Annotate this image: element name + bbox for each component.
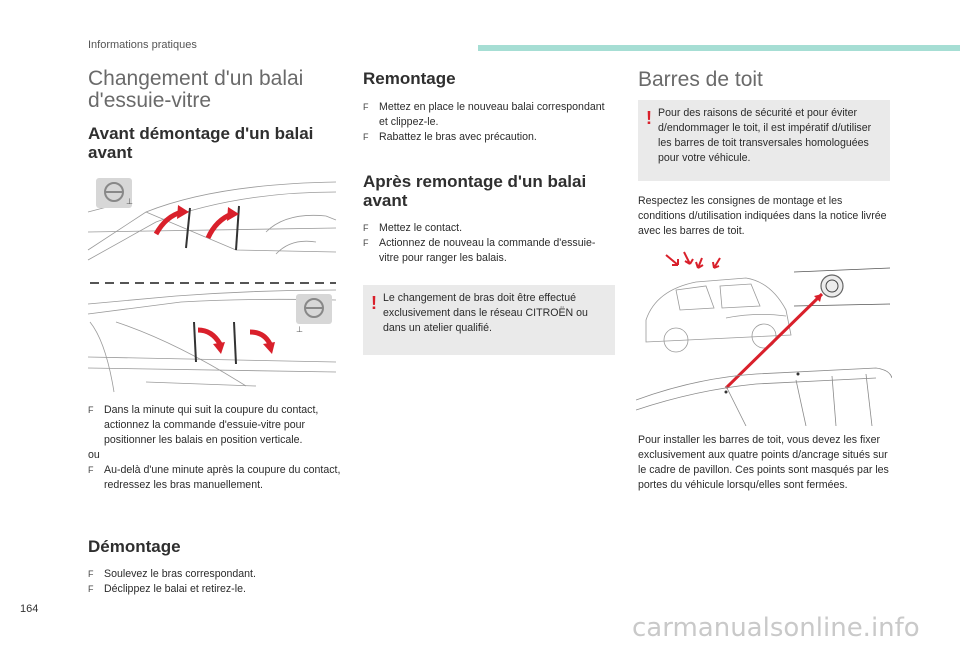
car-side-drawing (645, 277, 792, 353)
wiper-illustration: ⊥ ⊥ (87, 178, 337, 393)
heading-avant-demontage: Avant démontage d'un balai avant (88, 124, 348, 162)
bullet-marker-icon: F (363, 223, 369, 233)
heading-apres-remontage-line-1: Après remontage d'un balai (363, 172, 587, 191)
pointer-arrow (724, 292, 824, 390)
heading-demontage: Démontage (88, 537, 181, 556)
bullet-marker-icon: F (363, 132, 369, 142)
list-item: F Dans la minute qui suit la coupure du … (88, 404, 319, 446)
arrow-down-right (249, 329, 273, 346)
roof-bars-paragraph-1: Respectez les consignes de montage et le… (638, 195, 887, 237)
list-item: F Déclippez le balai et retirez-le. (88, 583, 246, 595)
heading-avant-demontage-line-1: Avant démontage d'un balai (88, 124, 314, 143)
arrow-down-right-head (263, 342, 275, 354)
wiper-arm-right-raised (233, 321, 237, 365)
bullet-list-1: F Dans la minute qui suit la coupure du … (88, 403, 344, 493)
heading-remontage: Remontage (363, 69, 456, 88)
anchor-arrow-3 (695, 257, 704, 269)
or-separator: ou (88, 449, 100, 461)
header-accent-bar (478, 45, 960, 51)
roof-frame-drawing (636, 367, 892, 426)
page-number: 164 (20, 603, 39, 615)
list-item: F Rabattez le bras avec précaution. (363, 131, 537, 143)
bullet-list-2: F Soulevez le bras correspondant. F Décl… (88, 567, 344, 597)
wiper-arm-left (185, 207, 191, 249)
anchor-cover-icon (820, 274, 844, 298)
warning-exclamation-icon: ! (371, 293, 377, 313)
list-item: F Soulevez le bras correspondant. (88, 568, 256, 580)
bullet-marker-icon: F (88, 569, 94, 579)
page-title-line-2: d'essuie-vitre (88, 89, 212, 112)
warning-box-citroen: ! Le changement de bras doit être effect… (363, 285, 615, 355)
page-title-line-1: Changement d'un balai (88, 67, 304, 90)
anchor-arrow-4 (712, 257, 721, 269)
warning-box-roof-bars: ! Pour des raisons de sécurité et pour é… (638, 100, 890, 181)
list-item: F Mettez le contact. (363, 222, 463, 234)
list-item: F Au-delà d'une minute après la coupure … (88, 464, 341, 491)
heading-apres-remontage-line-2: avant (363, 191, 408, 210)
bullet-list-remontage: F Mettez en place le nouveau balai corre… (363, 100, 613, 145)
arrow-down-left (197, 327, 223, 346)
bullet-marker-icon: F (88, 405, 94, 415)
warning-text: Le changement de bras doit être effectué… (383, 292, 588, 334)
list-item: F Mettez en place le nouveau balai corre… (363, 101, 605, 128)
svg-text:⊥: ⊥ (126, 197, 133, 206)
watermark: carmanualsonline.info (632, 613, 920, 643)
arrow-up-right-head (227, 207, 239, 221)
wiper-arm-right (235, 205, 240, 251)
car-windshield-bottom-drawing (87, 289, 337, 393)
anchor-arrow-1 (665, 254, 679, 266)
warning-exclamation-icon: ! (646, 108, 652, 128)
roof-bars-paragraph-2: Pour installer les barres de toit, vous … (638, 434, 889, 491)
page-title: Changement d'un balai d'essuie-vitre (88, 68, 348, 112)
bullet-marker-icon: F (363, 102, 369, 112)
heading-apres-remontage: Après remontage d'un balai avant (363, 172, 623, 210)
warning-text: Pour des raisons de sécurité et pour évi… (658, 107, 872, 164)
wiper-arm-left-raised (193, 321, 197, 363)
bullet-marker-icon: F (88, 465, 94, 475)
arrow-down-left-head (213, 342, 225, 354)
heading-avant-demontage-line-2: avant (88, 143, 133, 162)
heading-barres-de-toit: Barres de toit (638, 68, 763, 91)
list-item: F Actionnez de nouveau la commande d'ess… (363, 237, 596, 264)
bullet-marker-icon: F (88, 584, 94, 594)
svg-text:⊥: ⊥ (296, 325, 303, 334)
bullet-list-apres: F Mettez le contact. F Actionnez de nouv… (363, 221, 613, 266)
section-label: Informations pratiques (88, 39, 197, 51)
bullet-marker-icon: F (363, 238, 369, 248)
anchor-arrow-2 (683, 251, 694, 265)
arrow-up-left-head (177, 205, 189, 219)
roof-bars-illustration (636, 251, 892, 426)
